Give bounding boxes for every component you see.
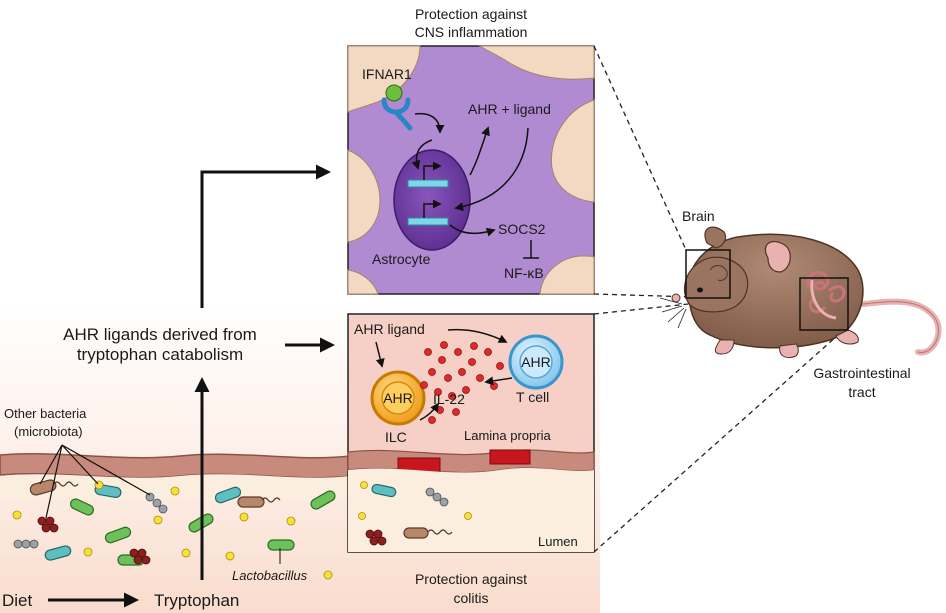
gi-label-line2: tract	[848, 384, 875, 400]
flow-arrows	[48, 164, 335, 608]
ahr-derived-line1: AHR ligands derived from	[63, 325, 257, 344]
il22-label: IL-22	[433, 391, 465, 407]
gi-label-line1: Gastrointestinal	[813, 365, 910, 381]
lumen-label: Lumen	[538, 534, 578, 549]
astrocyte-panel	[347, 45, 595, 295]
tryptophan-label: Tryptophan	[154, 591, 239, 610]
socs2-label: SOCS2	[498, 221, 546, 237]
brain-label: Brain	[682, 208, 715, 224]
diet-label: Diet	[2, 591, 33, 610]
ilc-label: ILC	[385, 429, 407, 445]
gut-panel	[347, 313, 595, 553]
colitis-title-line2: colitis	[453, 590, 488, 606]
ahr-ligand-gut-label: AHR ligand	[354, 321, 425, 337]
ahr-derived-line2: tryptophan catabolism	[77, 345, 243, 364]
cns-title-line2: CNS inflammation	[415, 24, 528, 40]
colitis-title-line1: Protection against	[415, 571, 527, 587]
other-bacteria-pointers	[39, 444, 151, 519]
lamina-propria-label: Lamina propria	[464, 428, 551, 443]
bacteria-field-left	[12, 479, 336, 580]
tcell-ahr-label: AHR	[521, 354, 551, 370]
ifnar1-label: IFNAR1	[362, 66, 412, 82]
other-bacteria-line1: Other bacteria	[4, 406, 87, 421]
nfkb-label: NF-κB	[504, 265, 544, 281]
ilc-ahr-label: AHR	[383, 390, 413, 406]
tcell-label: T cell	[516, 389, 549, 405]
other-bacteria-line2: (microbiota)	[14, 424, 83, 439]
ahr-ligand-brain-label: AHR + ligand	[468, 101, 551, 117]
lactobacillus-label: Lactobacillus	[232, 568, 308, 583]
mouse-illustration	[659, 226, 942, 359]
cns-title-line1: Protection against	[415, 6, 527, 22]
astrocyte-label: Astrocyte	[372, 251, 431, 267]
